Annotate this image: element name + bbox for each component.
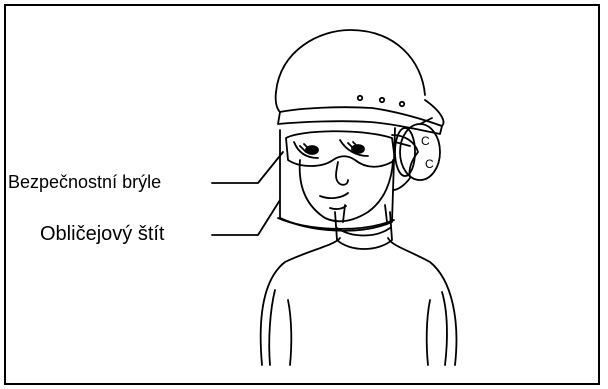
safety-goggles-label: Bezpečnostní brýle — [8, 173, 161, 191]
leader-lines — [212, 152, 283, 235]
face-shield-label: Obličejový štít — [40, 224, 164, 244]
safety-helmet — [276, 30, 444, 134]
safety-goggles — [286, 131, 410, 167]
body-outline — [261, 238, 457, 365]
svg-text:C: C — [425, 157, 434, 171]
face — [300, 160, 393, 221]
svg-text:C: C — [421, 134, 430, 148]
